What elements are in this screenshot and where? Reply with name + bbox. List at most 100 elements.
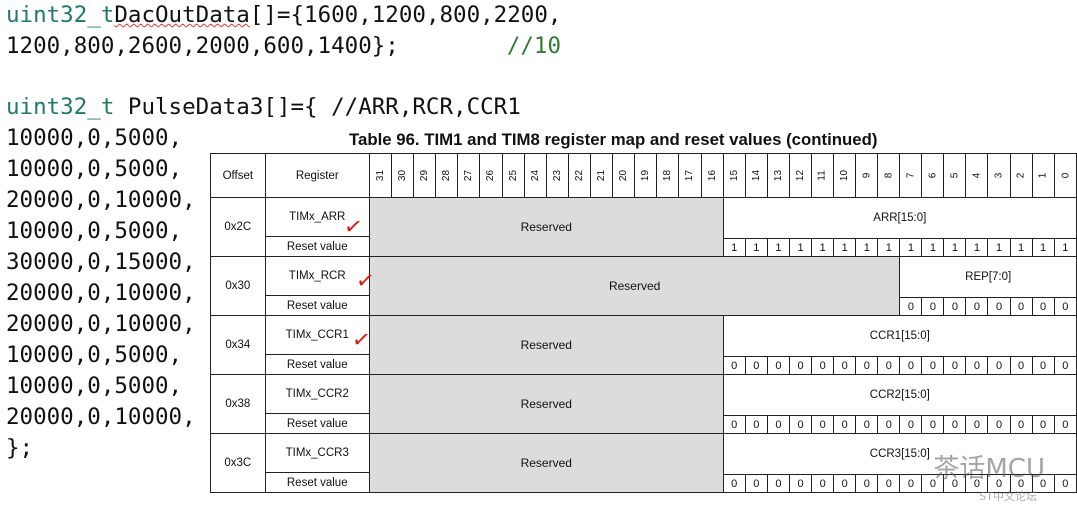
reset-bit: 0 — [1053, 356, 1077, 375]
bit-number: 2 — [1009, 153, 1033, 198]
reset-bit: 0 — [855, 415, 879, 434]
bit-number: 10 — [833, 153, 857, 198]
reset-bit: 0 — [987, 356, 1011, 375]
bit-label: 16 — [706, 169, 718, 182]
reset-bit: 1 — [943, 238, 967, 257]
bit-label: 14 — [750, 169, 762, 182]
reset-bit: 0 — [855, 474, 879, 493]
bit-label: 28 — [441, 169, 453, 182]
register-name-cell: TIMx_ARR Reset value — [264, 197, 370, 257]
bit-number: 28 — [435, 153, 459, 198]
bit-label: 25 — [507, 169, 519, 182]
register-name: TIMx_CCR1 — [266, 317, 369, 355]
bit-number: 6 — [921, 153, 945, 198]
code-line-3: uint32_t PulseData3[]={ //ARR,RCR,CCR1 — [6, 92, 521, 123]
bit-number: 16 — [700, 153, 724, 198]
bit-label: 6 — [927, 172, 939, 179]
reset-bit: 0 — [943, 415, 967, 434]
reset-value-label: Reset value — [286, 299, 348, 312]
bit-label: 27 — [463, 169, 475, 182]
reset-bit: 0 — [921, 474, 945, 493]
reset-bit: 1 — [921, 238, 945, 257]
bit-label: 21 — [596, 169, 608, 182]
reset-bit: 0 — [1009, 297, 1033, 316]
bit-number: 29 — [413, 153, 437, 198]
reset-bit: 0 — [965, 356, 989, 375]
reset-bit: 0 — [1009, 356, 1033, 375]
reset-bit: 0 — [811, 474, 835, 493]
reset-bit: 0 — [877, 474, 901, 493]
reset-bit: 0 — [744, 415, 768, 434]
reset-bit: 0 — [811, 356, 835, 375]
reset-bit: 0 — [744, 356, 768, 375]
reset-bit: 0 — [877, 356, 901, 375]
red-checkmark-icon: ✓ — [342, 213, 365, 242]
reset-bit: 0 — [1031, 356, 1055, 375]
code-text: []={1600,1200,800,2200, — [249, 2, 562, 28]
bit-label: 26 — [485, 169, 497, 182]
bit-number: 11 — [811, 153, 835, 198]
bit-number: 14 — [744, 153, 768, 198]
bit-label: 22 — [573, 169, 585, 182]
bit-number: 24 — [523, 153, 547, 198]
register-name: TIMx_RCR — [266, 258, 369, 296]
red-checkmark-icon: ✓ — [354, 267, 377, 296]
reset-bit: 0 — [965, 415, 989, 434]
bit-label: 23 — [551, 169, 563, 182]
register-name-stack: TIMx_ARR Reset value — [266, 199, 369, 256]
reset-bit: 1 — [722, 238, 746, 257]
register-name: TIMx_ARR — [266, 199, 369, 237]
bit-number: 31 — [368, 153, 393, 198]
bit-number: 22 — [567, 153, 591, 198]
code-text: 1200,800,2600,2000,600,1400}; — [6, 33, 399, 59]
bit-number: 0 — [1053, 153, 1077, 198]
code-data-row: 10000,0,5000, — [6, 218, 183, 244]
register-name-stack: TIMx_RCR Reset value — [266, 258, 369, 315]
code-comment: //10 — [506, 33, 562, 59]
bit-number: 15 — [722, 153, 746, 198]
code-type-keyword: uint32_t — [6, 94, 115, 120]
bit-label: 17 — [684, 169, 696, 182]
code-identifier: DacOutData — [114, 2, 250, 28]
reset-bit: 0 — [833, 474, 857, 493]
reserved-block: Reserved — [368, 433, 724, 493]
red-checkmark-icon: ✓ — [350, 326, 373, 355]
bit-number: 30 — [390, 153, 415, 198]
reset-bit: 1 — [788, 238, 813, 257]
code-data-row: 20000,0,10000, — [6, 404, 196, 430]
reset-bit: 0 — [766, 356, 790, 375]
reset-bit: 0 — [899, 474, 923, 493]
reserved-block: Reserved — [368, 256, 901, 316]
code-data-row: 10000,0,5000, — [6, 373, 183, 399]
reset-bit: 0 — [1053, 297, 1077, 316]
bit-number: 23 — [545, 153, 569, 198]
reset-bit: 0 — [1031, 415, 1055, 434]
bit-number: 26 — [479, 153, 503, 198]
reserved-block: Reserved — [368, 315, 724, 375]
reset-value-label: Reset value — [286, 240, 348, 253]
reset-bit: 0 — [788, 474, 813, 493]
reset-bit: 0 — [899, 297, 923, 316]
reset-bit: 0 — [943, 297, 967, 316]
code-data-row: 20000,0,10000, — [6, 280, 196, 306]
bit-label: 2 — [1015, 172, 1027, 179]
header-register: Register — [264, 153, 370, 198]
reset-bit: 1 — [877, 238, 901, 257]
bit-number: 27 — [457, 153, 481, 198]
reset-bit: 0 — [766, 474, 790, 493]
reset-bit: 0 — [788, 356, 813, 375]
reset-bit: 0 — [899, 356, 923, 375]
reset-bit: 0 — [1031, 297, 1055, 316]
code-data-row: 10000,0,5000, — [6, 156, 183, 182]
register-offset: 0x3C — [210, 433, 266, 493]
bit-number: 21 — [589, 153, 614, 198]
reset-bit: 0 — [833, 356, 857, 375]
